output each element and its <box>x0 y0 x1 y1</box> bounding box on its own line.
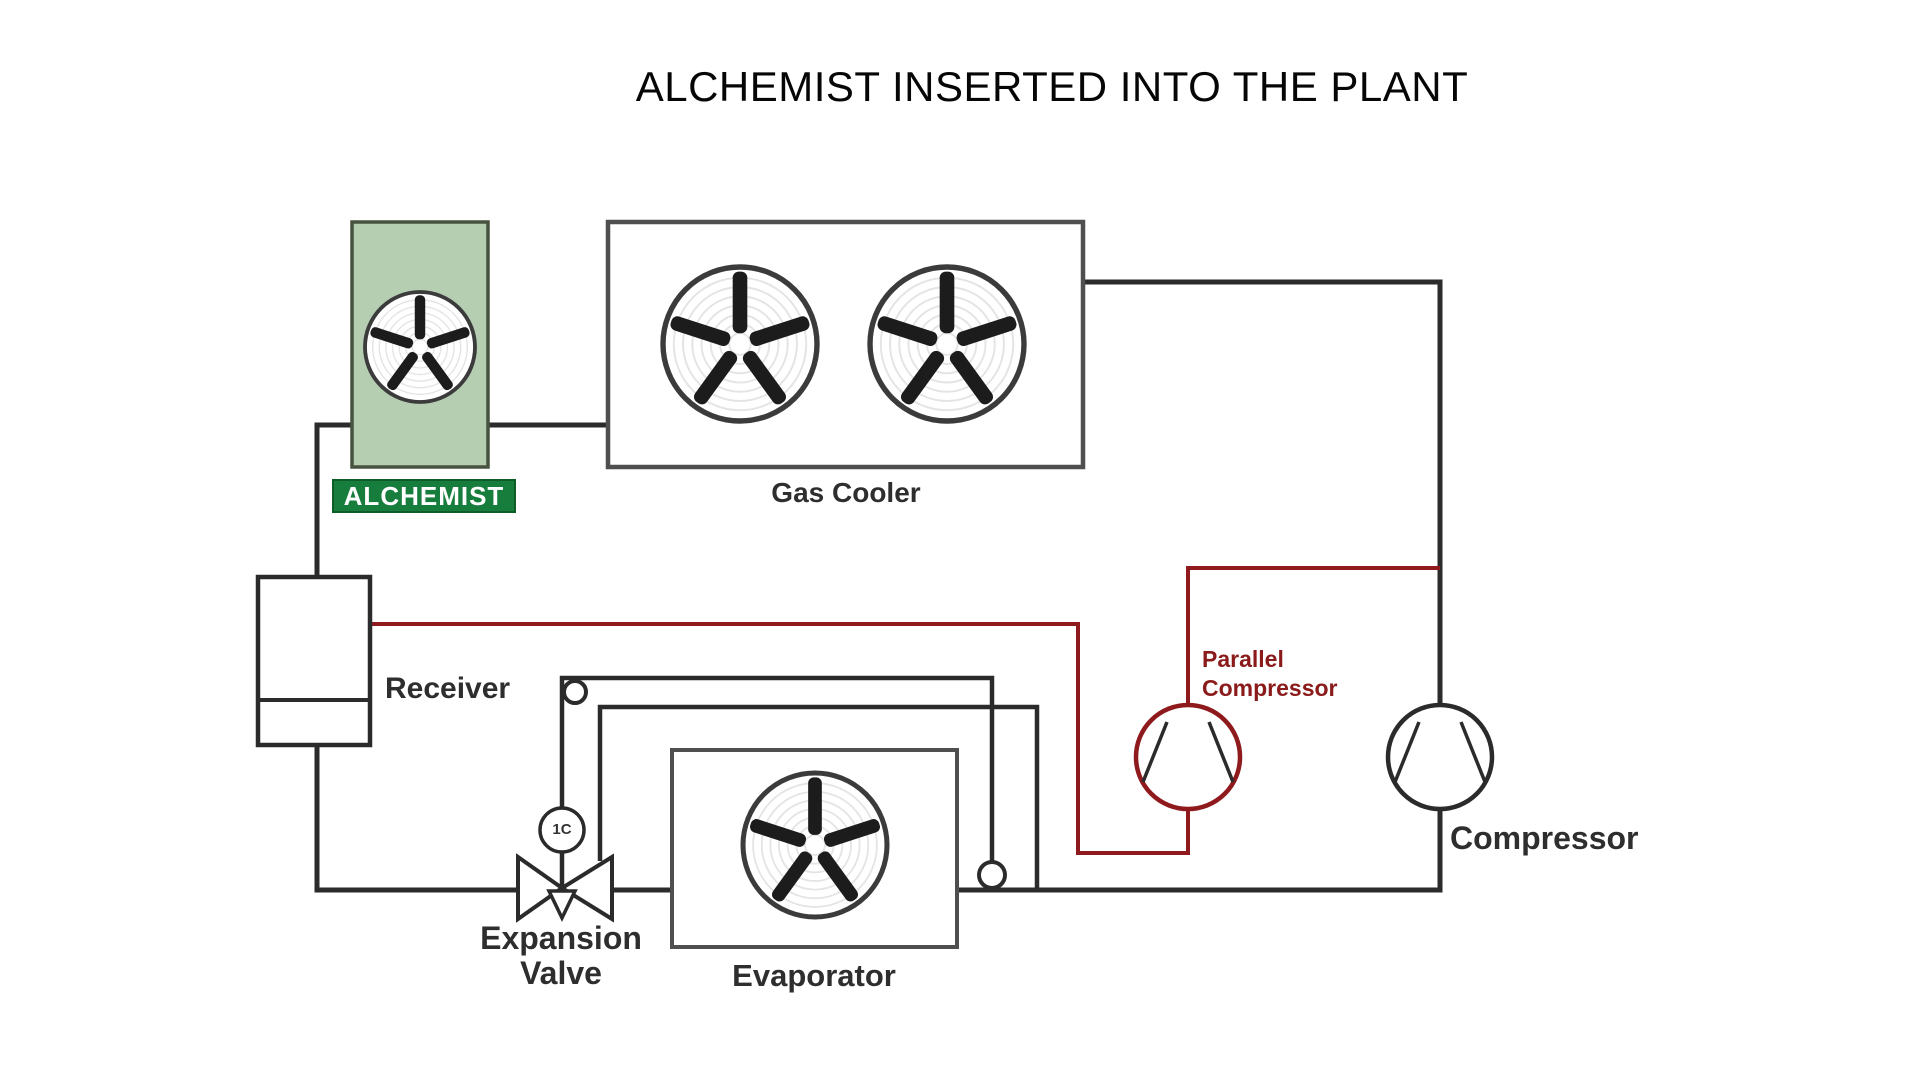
alchemist-badge: ALCHEMIST <box>332 479 516 513</box>
expansion-valve-label-line2: Valve <box>520 955 602 991</box>
pipe-discharge-line <box>1083 279 1443 705</box>
parallel-compressor-label: Parallel Compressor <box>1202 645 1337 703</box>
valve-right-triangle <box>558 853 614 923</box>
sensor-1c-bubble <box>538 806 586 854</box>
receiver-box <box>255 574 373 748</box>
valve-stem-triangle <box>546 889 578 923</box>
junction-port-icon-right <box>977 860 1007 890</box>
gas-cooler-fan-icon-1 <box>663 267 817 421</box>
parallel-compressor-label-line1: Parallel <box>1202 646 1284 672</box>
compressor-label: Compressor <box>1450 820 1639 856</box>
parallel-compressor-icon <box>1133 702 1243 812</box>
expansion-valve-icon <box>516 853 614 923</box>
expansion-valve-label: Expansion Valve <box>480 921 642 991</box>
gas-cooler-label: Gas Cooler <box>771 477 921 508</box>
red-pipes <box>370 566 1440 855</box>
junction-port-icon-left <box>562 679 588 705</box>
pipe-flash-gas-upper <box>559 675 995 887</box>
parallel-compressor-label-line2: Compressor <box>1202 675 1338 701</box>
parallel-compressor-vanes <box>1141 721 1235 783</box>
evaporator-fan-icon <box>743 773 887 917</box>
pipe-flash-gas-lower <box>597 704 1040 888</box>
receiver-vessel <box>255 574 373 748</box>
gas-cooler-fan-icon-2 <box>870 267 1024 421</box>
evaporator-label: Evaporator <box>732 958 896 993</box>
expansion-valve-label-line1: Expansion <box>480 920 642 956</box>
pipe-alchemist-to-receiver <box>314 422 352 577</box>
pipe-liquid-red-supply <box>370 622 1190 855</box>
compressor-vanes <box>1393 721 1487 783</box>
receiver-label: Receiver <box>385 672 511 705</box>
valve-left-triangle <box>516 853 566 923</box>
pipe-red-discharge <box>1186 566 1440 703</box>
sensor-1c-label: 1C <box>552 821 572 838</box>
compressor-icon <box>1385 702 1495 812</box>
page-title: ALCHEMIST INSERTED INTO THE PLANT <box>635 63 1469 110</box>
alchemist-fan-icon <box>363 290 477 404</box>
